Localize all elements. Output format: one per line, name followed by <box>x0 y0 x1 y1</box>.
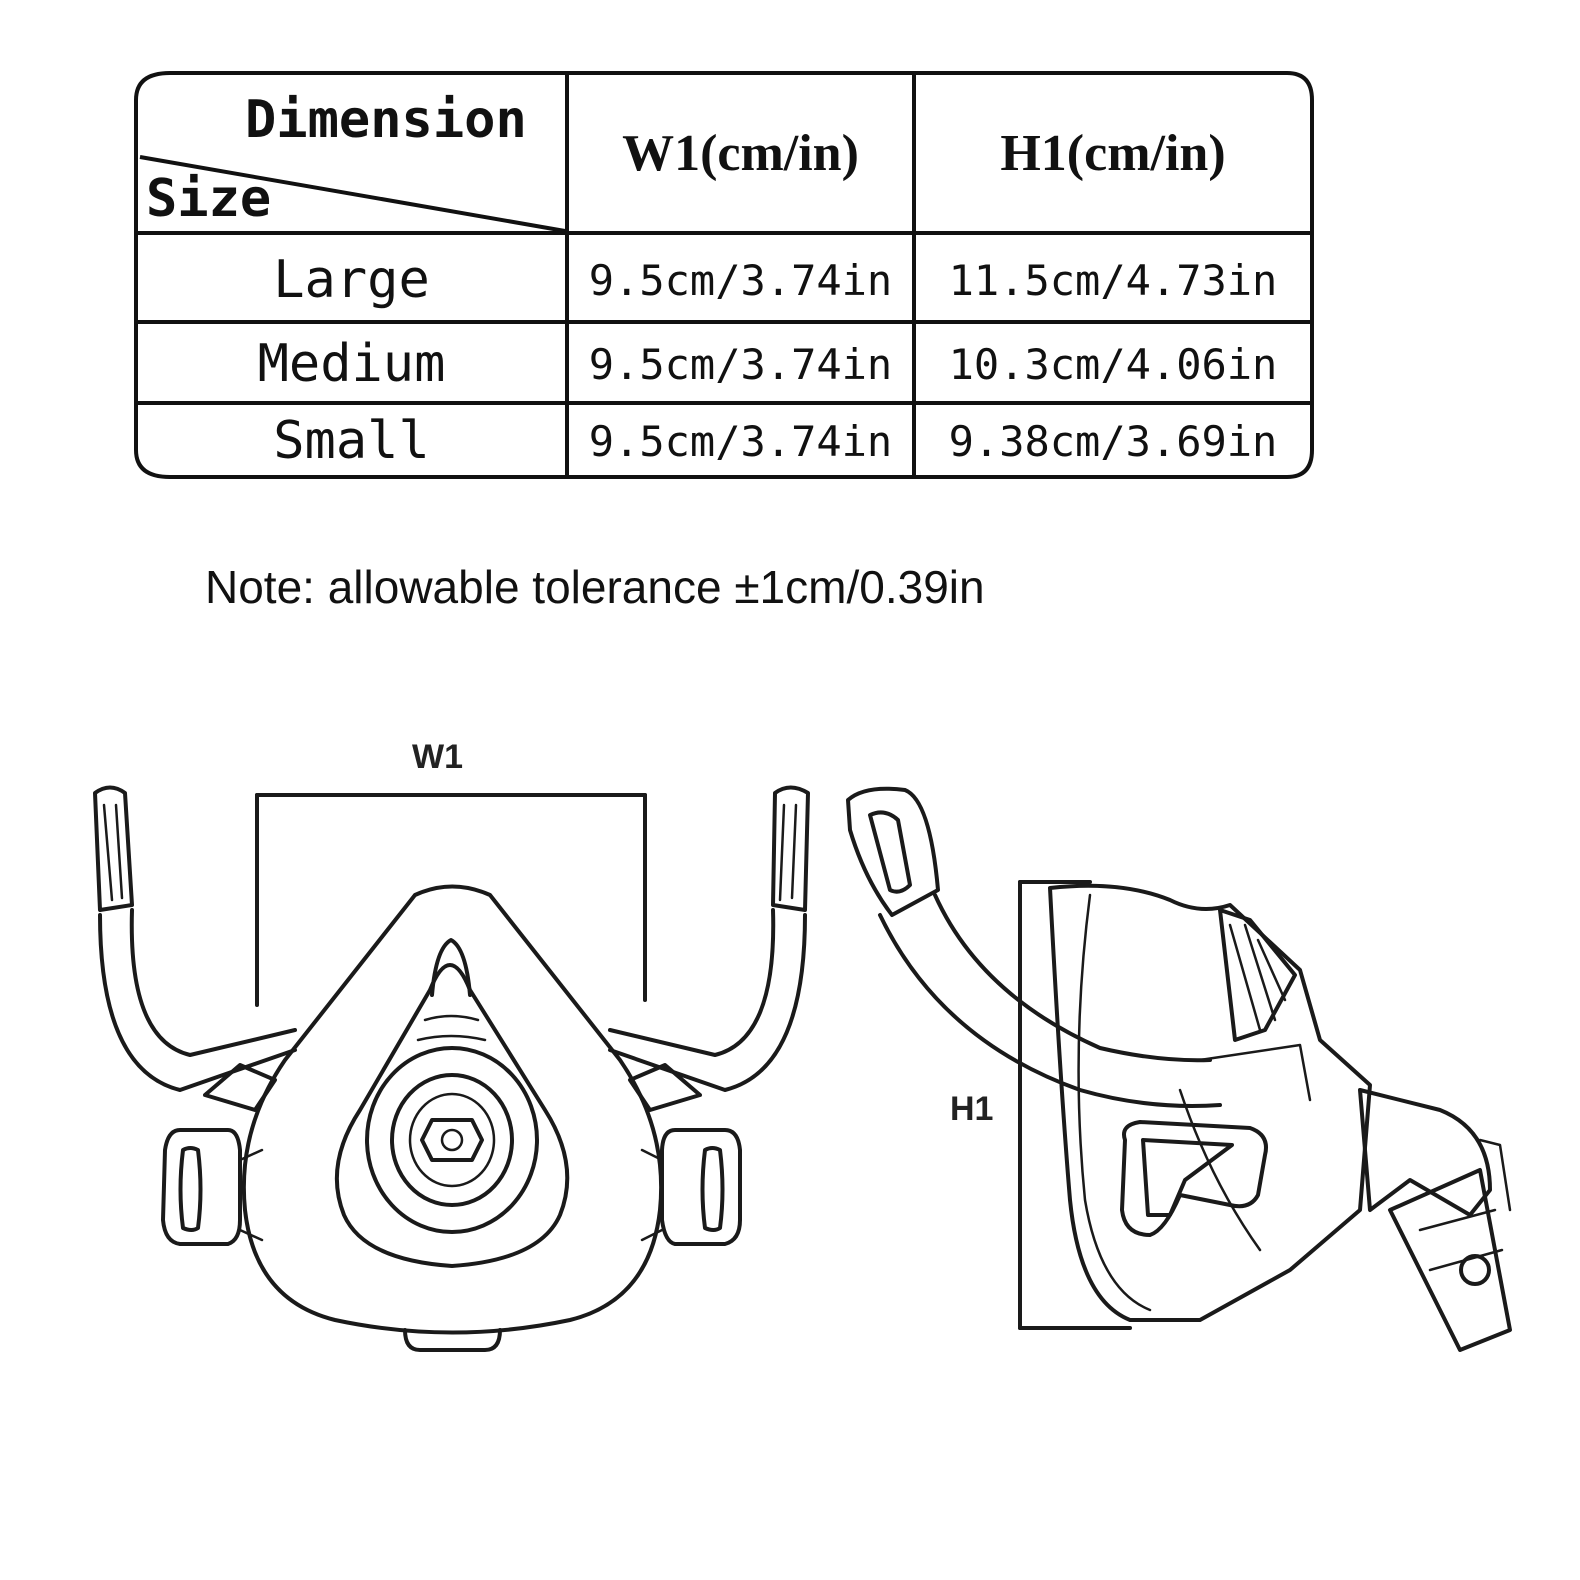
row-large-w1: 9.5cm/3.74in <box>588 255 893 305</box>
w1-dimension-bracket <box>255 793 647 1007</box>
w1-dimension-label: W1 <box>412 738 463 776</box>
header-w1: W1(cm/in) <box>622 124 859 182</box>
row-medium-h1: 10.3cm/4.06in <box>948 339 1278 389</box>
header-dimension: Dimension <box>245 90 527 150</box>
h1-dimension-label: H1 <box>950 1090 994 1128</box>
row-medium-w1: 9.5cm/3.74in <box>588 339 893 389</box>
table-grid <box>134 71 1314 479</box>
h1-dimension-bracket <box>1018 880 1132 1330</box>
corner-diagonal <box>139 155 566 233</box>
row-medium-size: Medium <box>257 334 446 394</box>
row-small-h1: 9.38cm/3.69in <box>948 416 1278 466</box>
header-h1: H1(cm/in) <box>1000 124 1226 182</box>
row-large-size: Large <box>273 250 430 310</box>
row-small-size: Small <box>273 411 430 471</box>
row-large-h1: 11.5cm/4.73in <box>948 255 1278 305</box>
tolerance-note: Note: allowable tolerance ±1cm/0.39in <box>205 561 985 613</box>
row-small-w1: 9.5cm/3.74in <box>588 416 893 466</box>
header-size: Size <box>146 169 272 229</box>
